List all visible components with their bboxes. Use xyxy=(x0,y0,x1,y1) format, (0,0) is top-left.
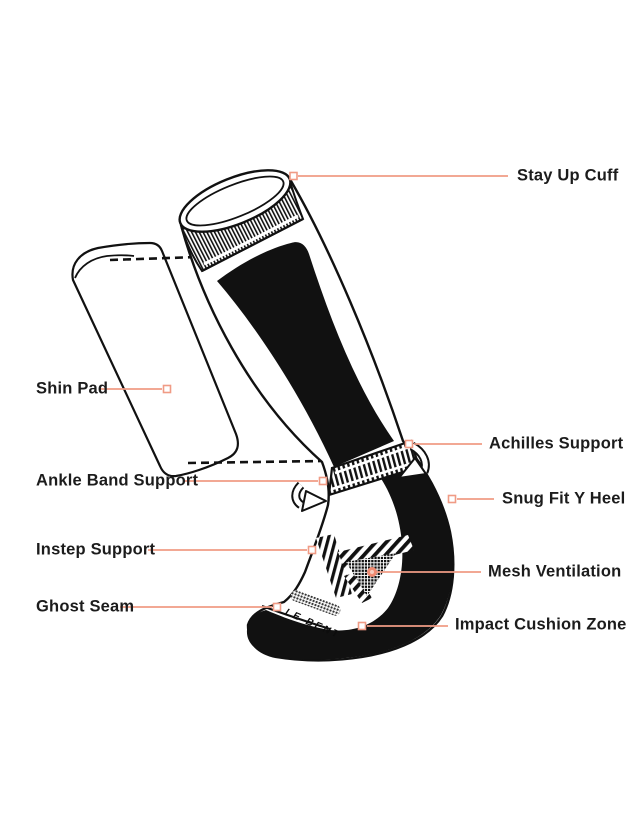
label-impact-cushion-zone: Impact Cushion Zone xyxy=(455,615,627,634)
label-stay-up-cuff: Stay Up Cuff xyxy=(517,166,619,185)
wrap-arrow-left xyxy=(291,481,327,512)
label-instep-support: Instep Support xyxy=(36,540,156,559)
label-ghost-seam: Ghost Seam xyxy=(36,597,135,616)
dashed-guide-bottom xyxy=(187,459,324,465)
instep-hatch xyxy=(316,534,414,603)
toe-cushion-bar xyxy=(290,590,341,616)
callout-marker-square xyxy=(447,494,457,504)
shin-pad-illustration xyxy=(71,241,239,478)
heel-and-sole-zone xyxy=(246,443,453,660)
ankle-band xyxy=(327,439,421,497)
calf-panel xyxy=(217,242,394,467)
label-shin-pad: Shin Pad xyxy=(36,379,109,398)
wrap-arrow-right xyxy=(398,442,430,479)
callout-marker-square xyxy=(162,384,172,394)
label-ankle-band-support: Ankle Band Support xyxy=(36,471,199,490)
ghost-seam-line xyxy=(261,605,331,630)
callout-marker-dot xyxy=(367,567,377,577)
callout-marker-square xyxy=(289,171,298,181)
callout-marker-square xyxy=(318,476,328,486)
label-achilles-support: Achilles Support xyxy=(489,434,624,453)
dashed-guide-top xyxy=(109,255,199,262)
callout-marker-square xyxy=(307,545,317,555)
pad-curl-line xyxy=(74,254,135,279)
callout-marker-square xyxy=(272,602,282,612)
callout-marker-square xyxy=(404,439,414,449)
label-mesh-ventilation: Mesh Ventilation xyxy=(488,562,622,581)
callout-lines xyxy=(100,175,508,627)
label-snug-fit-y-heel: Snug Fit Y Heel xyxy=(502,489,626,508)
callout-marker-square xyxy=(357,621,367,631)
callout-markers xyxy=(162,171,457,631)
